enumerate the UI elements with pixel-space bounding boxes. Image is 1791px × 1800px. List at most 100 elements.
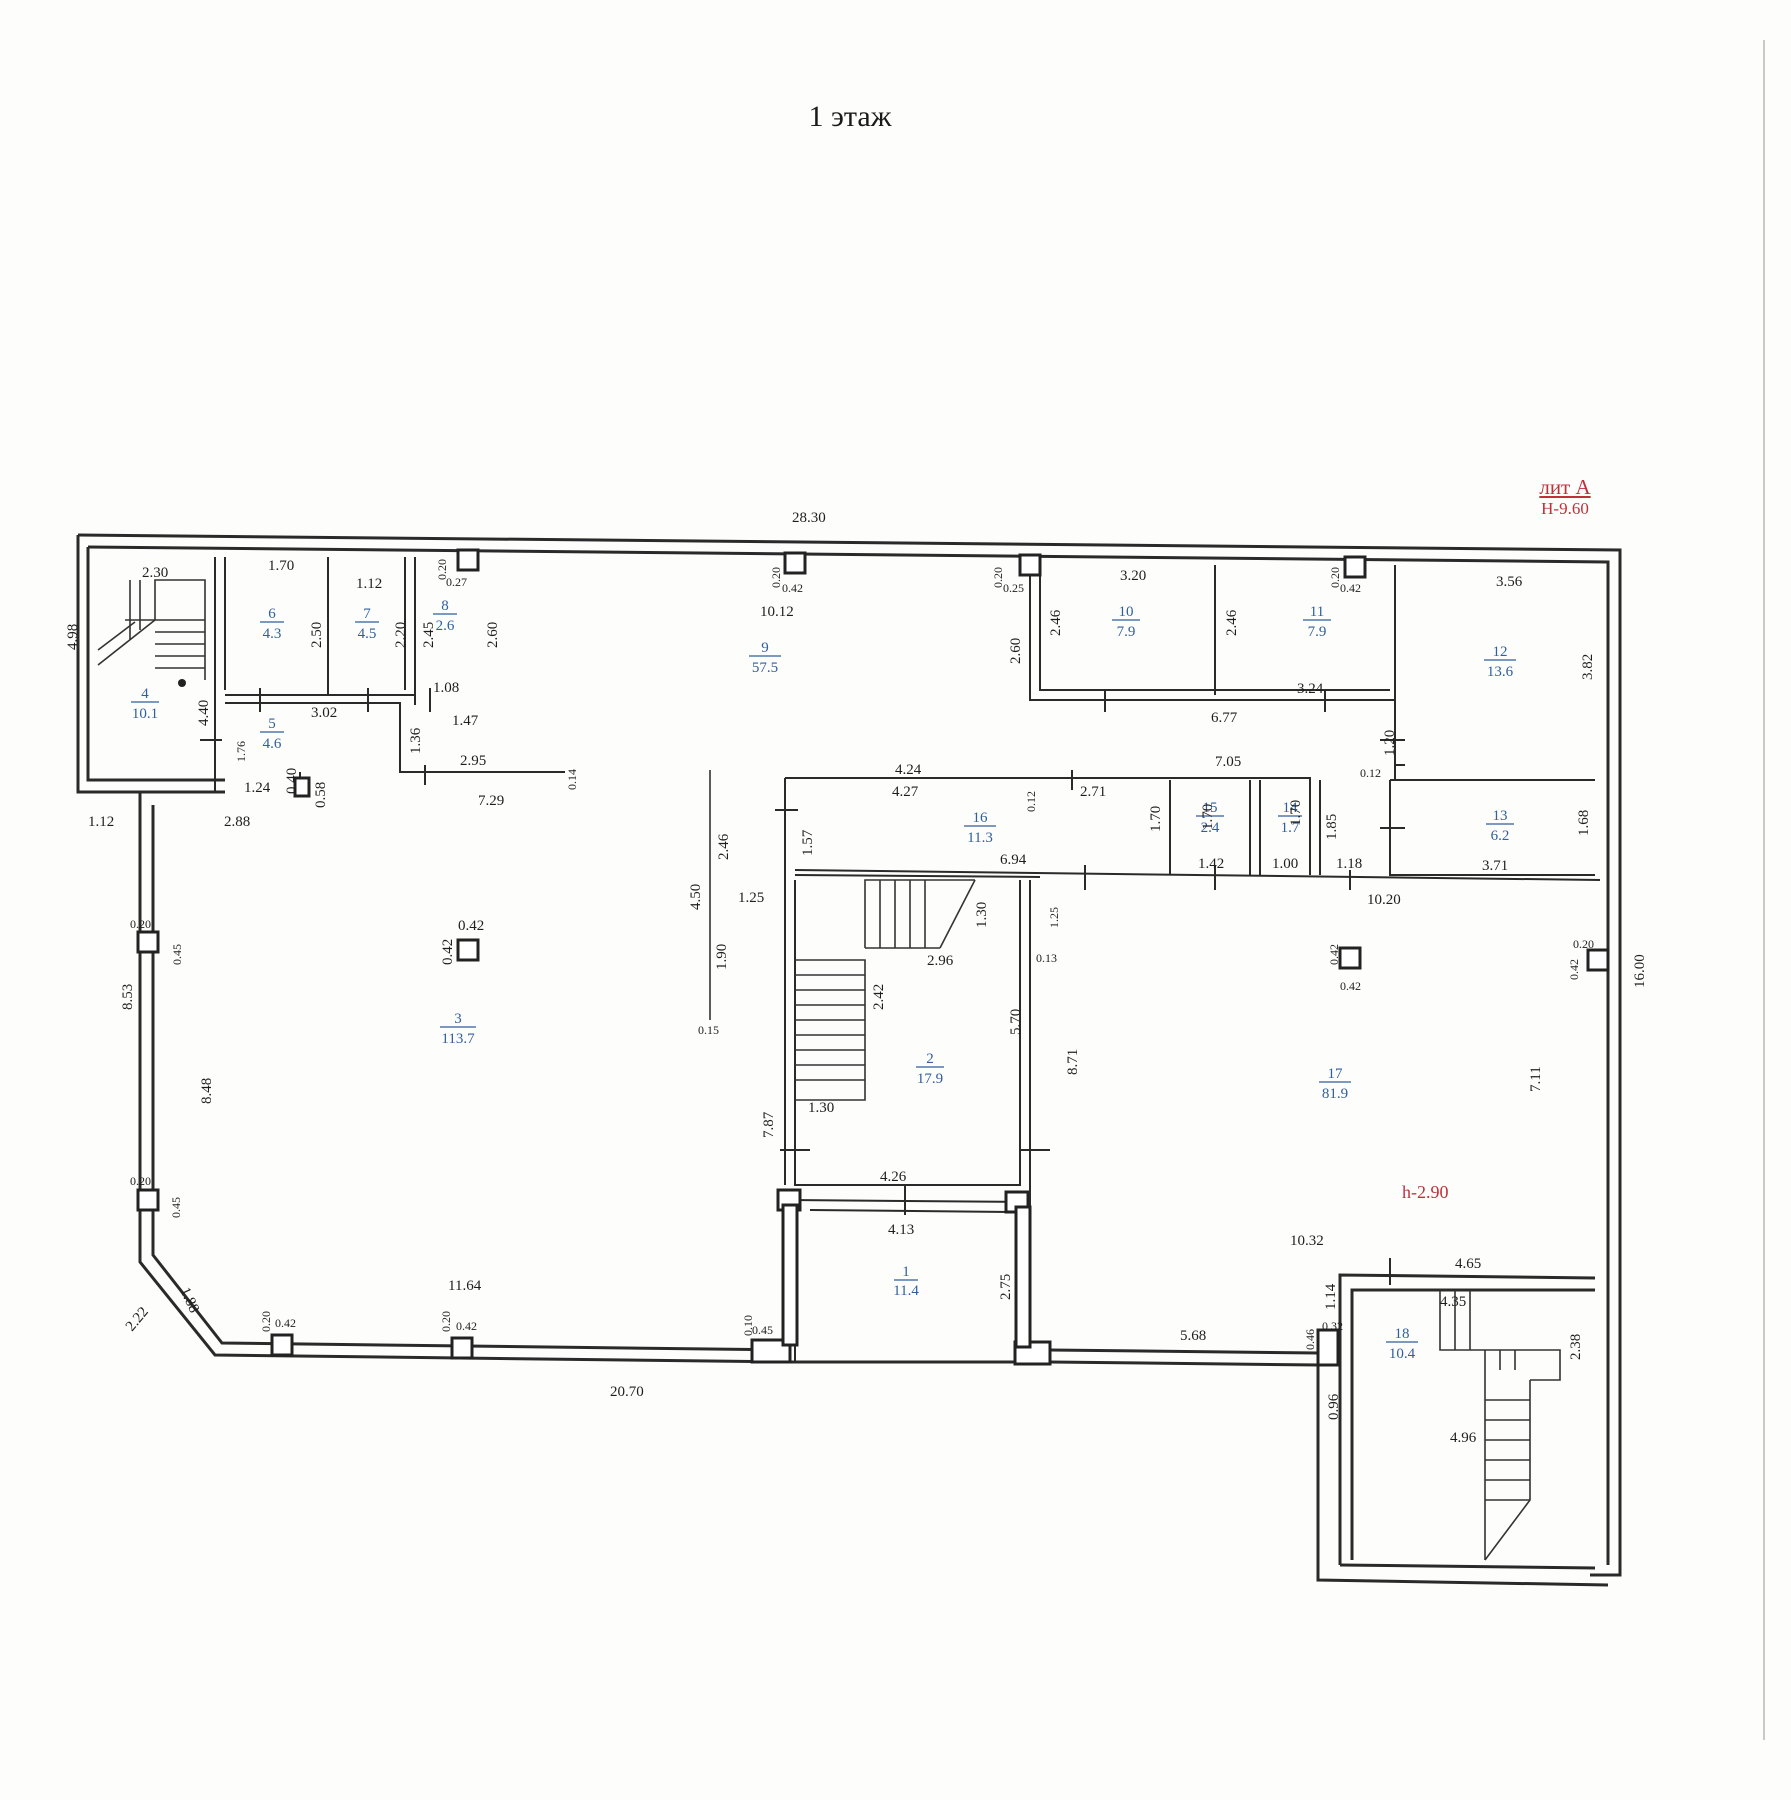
dim-label: 2.42 — [871, 984, 887, 1010]
room-15-label: 152.4 — [1196, 800, 1224, 836]
svg-text:13.6: 13.6 — [1487, 664, 1514, 680]
room-7-label: 74.5 — [355, 606, 379, 642]
dim-label: 0.42 — [440, 939, 456, 965]
wall-room18-inner — [1350, 1288, 1595, 1560]
pillar — [456, 548, 480, 572]
dim-label: 4.40 — [196, 700, 212, 726]
dim-label: 4.13 — [888, 1222, 914, 1238]
wall-outer-left — [138, 792, 791, 1364]
svg-text:2: 2 — [926, 1051, 934, 1067]
wall-room18-top — [1338, 1273, 1596, 1565]
dim-label: 0.20 — [130, 917, 151, 931]
dim-label: 0.20 — [991, 567, 1005, 588]
dim-label: 1.24 — [244, 780, 271, 796]
wall-room16-bottom — [794, 869, 1601, 881]
room-14-label: 141.7 — [1278, 800, 1302, 836]
dim-label: 3.24 — [1297, 681, 1324, 697]
wall-room16-top — [785, 777, 1311, 875]
dim-label: 1.00 — [1272, 856, 1298, 872]
dim-label: 0.20 — [130, 1174, 151, 1188]
stairs-room18 — [1439, 1290, 1561, 1561]
svg-text:11.3: 11.3 — [967, 830, 993, 846]
dim-label: 16.00 — [1632, 954, 1648, 988]
dim-label: 1.57 — [800, 829, 816, 856]
dim-label: 2.30 — [142, 565, 168, 581]
dim-label: 3.56 — [1496, 574, 1523, 590]
dim-label: 1.20 — [1382, 730, 1398, 756]
dim-label: 8.53 — [120, 984, 136, 1010]
dim-label: 3.20 — [1120, 568, 1146, 584]
dim-label: 0.96 — [1326, 1393, 1342, 1420]
wall-outer-top-right-inner — [87, 545, 1610, 1565]
room-5-label: 54.6 — [260, 716, 284, 752]
stair-outline — [97, 579, 206, 680]
room-4-label: 410.1 — [131, 686, 159, 722]
pillar — [1586, 948, 1610, 972]
dim-label: 0.46 — [1303, 1329, 1317, 1350]
svg-text:17.9: 17.9 — [917, 1071, 943, 1087]
svg-text:4.3: 4.3 — [263, 626, 282, 642]
dim-label: 2.88 — [224, 814, 250, 830]
stairs-room2 — [795, 879, 976, 1101]
dim-label: 0.42 — [456, 1319, 477, 1333]
dim-label: 0.32 — [1322, 1319, 1343, 1333]
wall-room1-top-inner — [809, 1209, 1011, 1213]
dim-label: 10.32 — [1290, 1233, 1324, 1249]
dim-label: 1.85 — [1324, 814, 1340, 840]
stair-lower — [795, 959, 866, 1101]
dim-label: 2.75 — [998, 1274, 1014, 1300]
pillar — [450, 1336, 474, 1360]
dim-label: 3.82 — [1580, 654, 1596, 680]
wall-room5 — [225, 702, 565, 773]
svg-text:57.5: 57.5 — [752, 660, 778, 676]
dim-label: 0.25 — [1003, 581, 1024, 595]
svg-text:2.6: 2.6 — [436, 618, 455, 634]
dim-label: 1.25 — [1047, 907, 1061, 928]
svg-text:16: 16 — [973, 810, 989, 826]
dim-label: 11.64 — [448, 1278, 482, 1294]
dim-label: 5.70 — [1008, 1009, 1024, 1035]
dim-label: 1.76 — [234, 741, 248, 762]
dim-label: 0.40 — [284, 768, 300, 794]
room-8-label: 82.6 — [433, 598, 457, 634]
dim-label: 20.70 — [610, 1384, 644, 1400]
wall-room2 — [794, 880, 1021, 1186]
room-9-label: 957.5 — [749, 640, 781, 676]
dim-label: 1.30 — [808, 1100, 834, 1116]
svg-text:7.9: 7.9 — [1308, 624, 1327, 640]
dim-label: 1.36 — [408, 727, 424, 754]
dim-label: 0.42 — [458, 918, 484, 934]
dim-label: 2.50 — [309, 622, 325, 648]
dimension-labels: 28.30 4.98 2.30 1.70 1.12 0.20 0.27 2.50… — [65, 510, 1648, 1446]
dim-label: 0.20 — [439, 1311, 453, 1332]
dim-label: 2.22 — [123, 1304, 152, 1334]
stair-upper — [864, 879, 975, 948]
dim-label: 8.48 — [199, 1078, 215, 1104]
pillar — [136, 930, 160, 954]
outer-walls — [76, 533, 1622, 1587]
dim-label: 0.58 — [313, 782, 329, 808]
dim-label: 4.26 — [880, 1169, 907, 1185]
dim-label: 2.20 — [393, 622, 409, 648]
svg-text:5: 5 — [268, 716, 276, 732]
wall-outer-left-top — [76, 535, 225, 794]
dim-label: 2.38 — [1568, 1334, 1584, 1360]
dim-label: 4.98 — [65, 624, 81, 650]
pillar — [1018, 553, 1042, 577]
dim-label: 7.11 — [1528, 1066, 1544, 1092]
dim-label: 7.29 — [478, 793, 504, 809]
pillar — [1338, 946, 1362, 970]
svg-text:17: 17 — [1328, 1066, 1344, 1082]
dim-label: 0.42 — [782, 581, 803, 595]
page-title: 1 этаж — [808, 100, 892, 133]
dim-label: 8.71 — [1065, 1049, 1081, 1075]
dim-label: 3.02 — [311, 705, 337, 721]
svg-text:3: 3 — [454, 1011, 462, 1027]
dim-label: 0.42 — [275, 1316, 296, 1330]
svg-text:10.1: 10.1 — [132, 706, 158, 722]
svg-text:113.7: 113.7 — [441, 1031, 475, 1047]
dim-label: 1.42 — [1198, 856, 1224, 872]
